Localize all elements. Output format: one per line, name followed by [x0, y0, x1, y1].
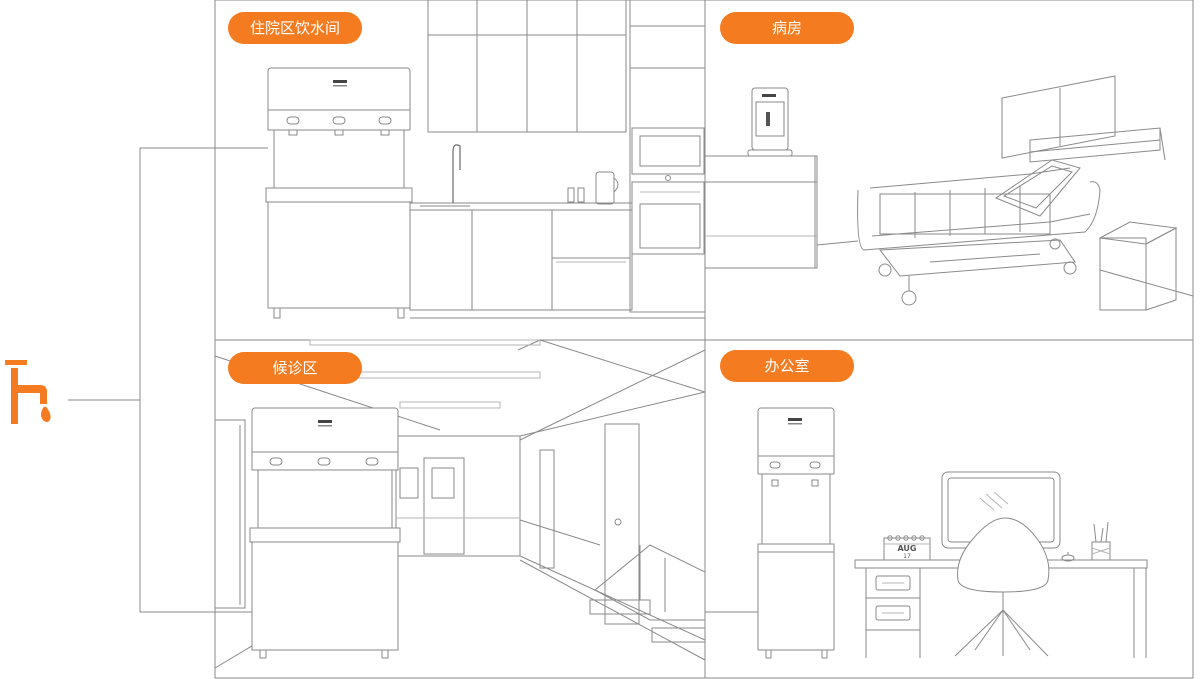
scene-label-office: 办公室: [720, 350, 854, 382]
scene-label-ward-pantry: 住院区饮水间: [228, 12, 362, 44]
connector-lines: [68, 147, 268, 613]
scene-label-waiting-area: 候诊区: [228, 352, 362, 384]
ward-pantry-illustration: [265, 0, 706, 319]
calendar-day: 17: [903, 553, 911, 560]
waiting-area-illustration: [214, 339, 706, 669]
water-tap-icon: [5, 360, 51, 424]
patient-room-illustration: [704, 75, 1194, 311]
office-illustration: AUG 17: [705, 407, 1148, 659]
calendar-month: AUG: [897, 544, 916, 553]
scene-label-patient-room: 病房: [720, 12, 854, 44]
